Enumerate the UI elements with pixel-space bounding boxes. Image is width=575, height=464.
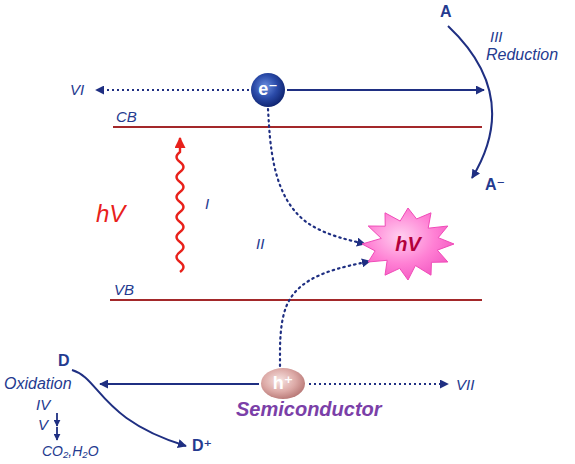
ellipse-shape [28, 4, 548, 464]
recombination-path [280, 261, 370, 366]
process-name: Reduction [486, 46, 558, 64]
hole-trap-arrow [309, 383, 448, 385]
process-number: VI [70, 81, 84, 98]
valence-band [110, 299, 482, 301]
donor: D⁺ [192, 437, 212, 455]
process-name: Oxidation [4, 375, 72, 393]
process-number: IV [36, 396, 50, 413]
donor: D [58, 352, 70, 370]
electron: e⁻ [251, 73, 285, 107]
emission-burst-label: hV [395, 233, 421, 255]
electron-label: e⁻ [258, 80, 278, 100]
step-arrow [56, 427, 58, 440]
electron-transfer-arrow [287, 89, 484, 91]
step-arrow [56, 413, 58, 426]
acceptor: A [440, 3, 452, 21]
band-name: VB [114, 281, 134, 298]
product: CO₂,H₂O [42, 443, 99, 459]
emission-burst: hV [362, 208, 454, 280]
semiconductor-particle: Semiconductor e⁻ hV h⁺ [28, 4, 548, 464]
process-number: III [490, 28, 503, 45]
hole: h⁺ [261, 368, 305, 399]
reduction-curve [448, 26, 492, 178]
photon-wave [177, 138, 184, 272]
oval-shape [261, 368, 305, 399]
semiconductor-particle-label: Semiconductor [236, 398, 382, 420]
process-number: I [205, 195, 209, 212]
hole-transfer-arrow [100, 383, 259, 385]
process-number: VII [456, 376, 474, 393]
star-shape [362, 208, 454, 280]
acceptor: A⁻ [485, 176, 505, 194]
hole-label: h⁺ [273, 374, 294, 394]
circle-shape [251, 73, 285, 107]
recombination-path [268, 109, 365, 244]
conduction-band [113, 126, 482, 128]
process-number: V [38, 416, 48, 433]
photon-energy: hV [96, 200, 125, 228]
process-number: II [256, 235, 264, 252]
oxidation-curve [72, 370, 186, 446]
band-name: CB [116, 108, 137, 125]
electron-trap-arrow [96, 89, 249, 91]
